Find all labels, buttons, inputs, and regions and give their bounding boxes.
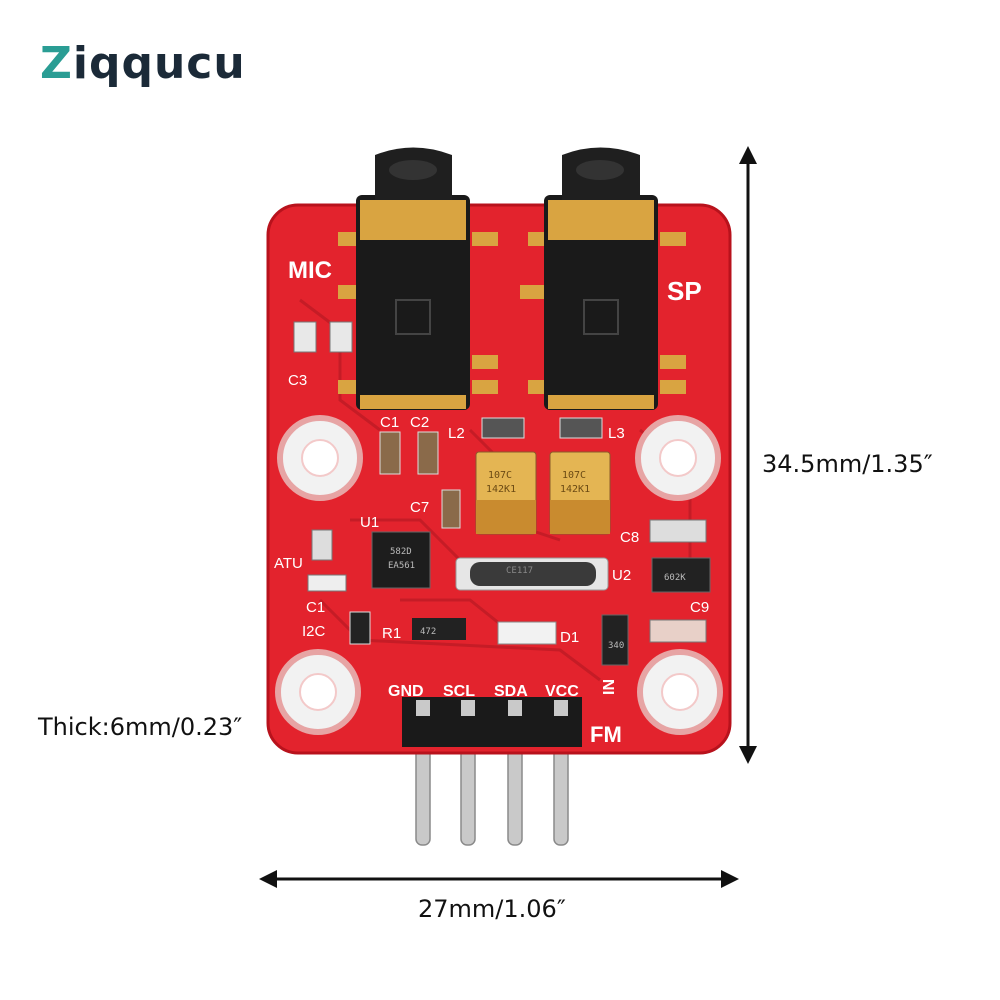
sp-label: SP: [667, 276, 702, 306]
silk-c9: C9: [690, 599, 709, 616]
silk-i2c: I2C: [302, 623, 326, 640]
silk-r1: R1: [382, 625, 401, 642]
pin-label-sda: SDA: [494, 683, 528, 700]
audio-jack-right: [520, 147, 686, 410]
brand-logo: Ziqqucu: [40, 38, 246, 89]
cap-right-mark-2: 142K1: [560, 484, 590, 495]
u1-mark-2: EA561: [388, 561, 415, 571]
brand-logo-text: iqqucu: [72, 38, 246, 89]
brand-logo-mark: Z: [40, 38, 73, 89]
cap-left-mark-1: 107C: [488, 470, 512, 481]
crystal-mark: CE117: [506, 566, 533, 576]
audio-jack-left: [338, 147, 498, 410]
silk-c7: C7: [410, 499, 429, 516]
crystal: [470, 562, 596, 586]
cap-right-mark-1: 107C: [562, 470, 586, 481]
silk-l3: L3: [608, 425, 625, 442]
silk-c2: C2: [410, 414, 429, 431]
silk-c1b: C1: [306, 599, 325, 616]
header-pin-tops: [416, 700, 568, 716]
chip-small-mark: 340: [608, 641, 624, 651]
width-dimension: 27mm/1.06″: [418, 895, 566, 923]
fm-label: FM: [590, 722, 622, 747]
u2-mark: 602K: [664, 573, 686, 583]
silk-u1: U1: [360, 514, 379, 531]
height-dimension: 34.5mm/1.35″: [762, 450, 933, 478]
in-label: IN: [601, 679, 618, 695]
header-housing: [402, 697, 582, 747]
tantalum-capacitors: [475, 451, 611, 535]
pin-label-scl: SCL: [443, 683, 475, 700]
cap-left-mark-2: 142K1: [486, 484, 516, 495]
silk-c8: C8: [620, 529, 639, 546]
silk-l2: L2: [448, 425, 465, 442]
r1-mark: 472: [420, 627, 436, 637]
pin-label-gnd: GND: [388, 683, 424, 700]
pin-label-vcc: VCC: [545, 683, 579, 700]
silk-atu: ATU: [274, 555, 303, 572]
u1-mark-1: 582D: [390, 547, 412, 557]
silk-d1: D1: [560, 629, 579, 646]
silk-u2: U2: [612, 567, 631, 584]
mounting-holes: [275, 415, 723, 735]
silk-c3: C3: [288, 372, 307, 389]
silk-c1: C1: [380, 414, 399, 431]
mic-label: MIC: [288, 257, 332, 284]
thickness-dimension: Thick:6mm/0.23″: [38, 713, 243, 741]
smd-components: [293, 321, 711, 666]
